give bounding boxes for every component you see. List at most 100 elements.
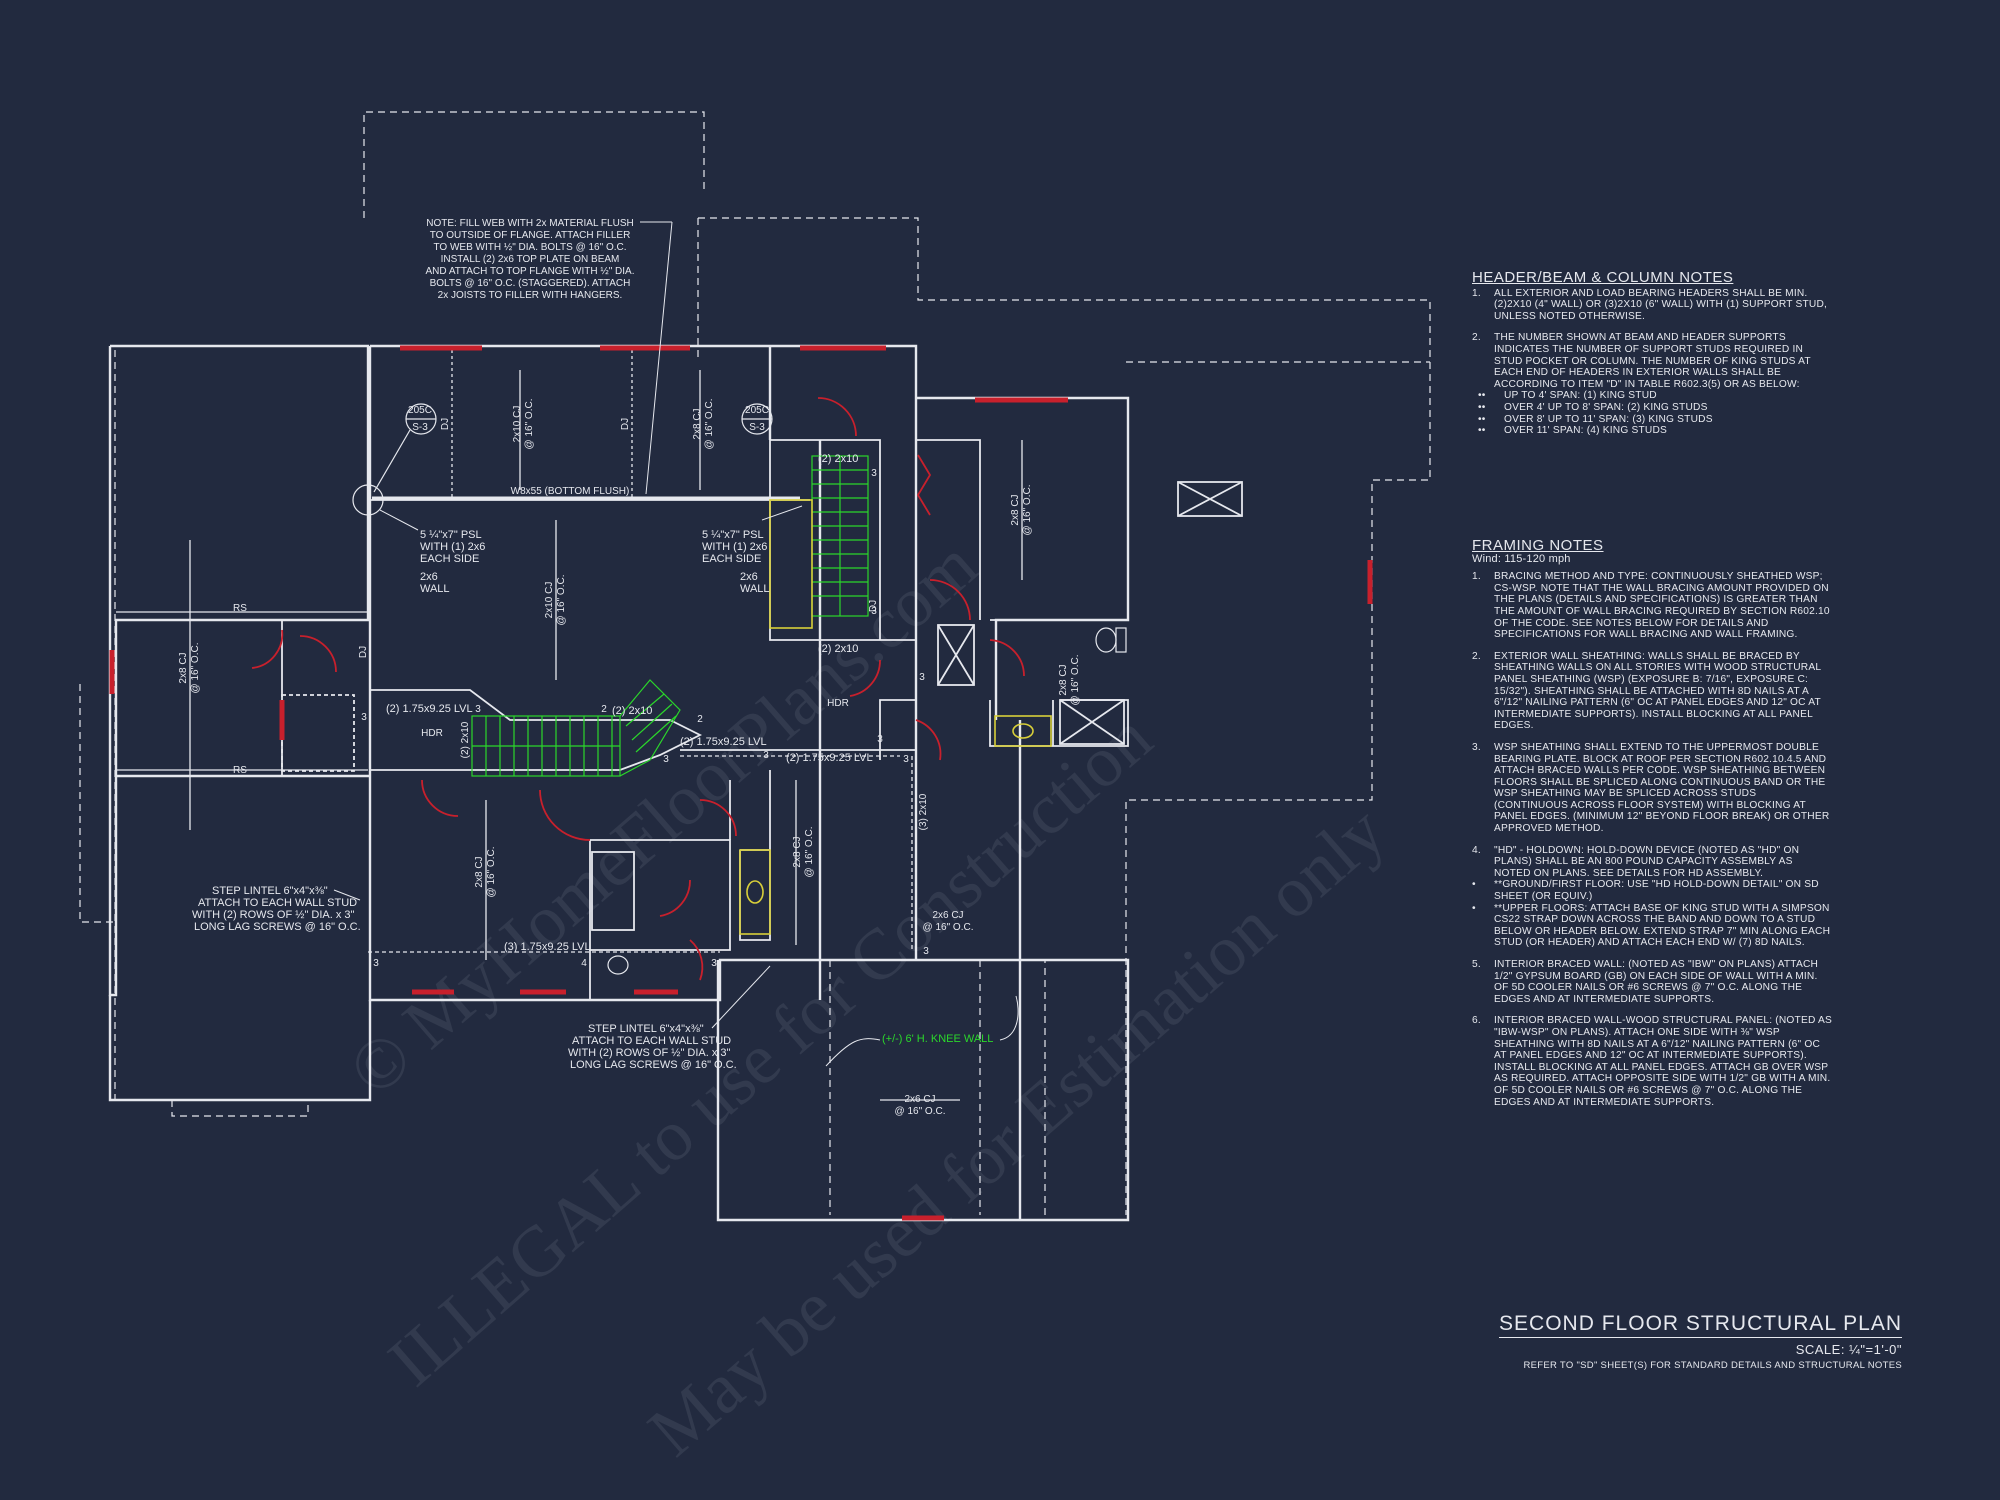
joist-span-arrows	[116, 350, 1023, 1101]
header-beam-column-notes: HEADER/BEAM & COLUMN NOTES 1.ALL EXTERIO…	[1472, 269, 1832, 437]
interior-walls	[281, 439, 1243, 1000]
plan-labels: NOTE: FILL WEB WITH 2x MATERIAL FLUSH TO…	[178, 218, 1081, 1117]
psl-label: WITH (1) 2x6	[702, 541, 767, 553]
framing-notes: FRAMING NOTES Wind: 115-120 mph 1.BRACIN…	[1472, 537, 1832, 1118]
stud-count: 2	[697, 714, 703, 725]
wall-label: WALL	[420, 583, 450, 595]
column-tag: 205C	[745, 405, 769, 416]
note-bullet: ••OVER 8' UP TO 11' SPAN: (3) KING STUDS	[1478, 413, 1713, 425]
joist-label: @ 16" O.C.	[1070, 655, 1081, 706]
stud-count: 3	[877, 734, 883, 745]
column-tag: S-3	[412, 422, 428, 433]
header-label: (3) 2x10	[918, 793, 929, 830]
note-bullet: ••OVER 11' SPAN: (4) KING STUDS	[1478, 425, 1668, 437]
psl-label: WITH (1) 2x6	[420, 541, 485, 553]
plan-title: SECOND FLOOR STRUCTURAL PLAN	[1499, 1312, 1902, 1338]
note-bullet: •**UPPER FLOORS: ATTACH BASE OF KING STU…	[1472, 902, 1831, 949]
joist-label: 2x6 CJ	[932, 910, 963, 921]
stairs	[471, 455, 869, 777]
top-note-line: AND ATTACH TO TOP FLANGE WITH ½" DIA.	[426, 266, 635, 277]
plumbing-fixtures	[739, 499, 1052, 935]
joist-label: 2x8 CJ	[1058, 664, 1069, 695]
note-bullet: ••OVER 4' UP TO 8' SPAN: (2) KING STUDS	[1478, 401, 1708, 413]
dj-label: DJ	[868, 600, 879, 612]
plan-scale: SCALE: ¼"=1'-0"	[1795, 1342, 1902, 1357]
top-note-line: NOTE: FILL WEB WITH 2x MATERIAL FLUSH	[426, 218, 633, 229]
step-lintel-line: WITH (2) ROWS OF ½" DIA. x 3"	[568, 1047, 731, 1059]
psl-label: EACH SIDE	[420, 553, 479, 565]
top-note-line: 2x JOISTS TO FILLER WITH HANGERS.	[438, 290, 623, 301]
hdr-label: HDR	[421, 728, 443, 739]
top-note-line: TO OUTSIDE OF FLANGE. ATTACH FILLER	[430, 230, 631, 241]
note-item: 5.INTERIOR BRACED WALL: (NOTED AS "IBW" …	[1472, 959, 1819, 1005]
step-lintel-line: ATTACH TO EACH WALL STUD	[572, 1035, 731, 1047]
windows	[109, 345, 1373, 1221]
top-note-line: INSTALL (2) 2x6 TOP PLATE ON BEAM	[441, 254, 620, 265]
lvl-label: (2) 1.75x9.25 LVL	[386, 703, 473, 715]
lvl-label: (2) 1.75x9.25 LVL	[786, 752, 873, 764]
note-item: 2.EXTERIOR WALL SHEATHING: WALLS SHALL B…	[1472, 650, 1821, 732]
dj-label: DJ	[358, 646, 369, 658]
note-item: 1.ALL EXTERIOR AND LOAD BEARING HEADERS …	[1472, 287, 1828, 322]
note-item: 2.THE NUMBER SHOWN AT BEAM AND HEADER SU…	[1472, 332, 1811, 390]
dj-label: DJ	[440, 418, 451, 430]
header-label: (2) 2x10	[818, 453, 858, 465]
joist-label: 2x8 CJ	[1010, 494, 1021, 525]
joist-label: @ 16" O.C.	[486, 847, 497, 898]
column-tag: S-3	[749, 422, 765, 433]
notes-heading: FRAMING NOTES	[1472, 537, 1604, 554]
rs-label: RS	[233, 603, 247, 614]
joist-label: @ 16" O.C.	[556, 575, 567, 626]
stud-count: 3	[361, 712, 367, 723]
notes-heading: HEADER/BEAM & COLUMN NOTES	[1472, 269, 1734, 286]
stud-count: 3	[923, 946, 929, 957]
joist-label: @ 16" O.C.	[923, 922, 974, 933]
lvl-label: (2) 1.75x9.25 LVL	[680, 736, 767, 748]
stud-count: 3	[871, 468, 877, 479]
step-lintel-line: ATTACH TO EACH WALL STUD	[198, 897, 357, 909]
joist-label: 2x8 CJ	[792, 836, 803, 867]
plan-reference-note: REFER TO "SD" SHEET(S) FOR STANDARD DETA…	[1523, 1360, 1902, 1371]
step-lintel-line: LONG LAG SCREWS @ 16" O.C.	[570, 1059, 737, 1071]
stud-count: 4	[581, 958, 587, 969]
stud-count: 2	[601, 704, 607, 715]
wall-label: 2x6	[740, 571, 758, 583]
header-label: (2) 2x10	[612, 705, 652, 717]
note-item: 6.INTERIOR BRACED WALL-WOOD STRUCTURAL P…	[1472, 1015, 1832, 1108]
knee-wall-label: (+/-) 6' H. KNEE WALL	[882, 1033, 993, 1045]
joist-label: @ 16" O.C.	[704, 399, 715, 450]
step-lintel-line: WITH (2) ROWS OF ½" DIA. x 3"	[192, 909, 355, 921]
stud-count: 3	[871, 606, 877, 617]
joist-label: @ 16" O.C.	[804, 827, 815, 878]
joist-label: 2x8 CJ	[692, 408, 703, 439]
beam-label: W8x55 (BOTTOM FLUSH)	[511, 486, 630, 497]
note-bullet: •**GROUND/FIRST FLOOR: USE "HD HOLD-DOWN…	[1472, 879, 1819, 903]
wind-speed: Wind: 115-120 mph	[1472, 552, 1571, 565]
stud-count: 3	[711, 958, 717, 969]
joist-label: @ 16" O.C.	[190, 643, 201, 694]
note-item: 3.WSP SHEATHING SHALL EXTEND TO THE UPPE…	[1472, 741, 1830, 835]
toilets	[352, 484, 1127, 975]
step-lintel-line: STEP LINTEL 6"x4"x⅜"	[588, 1023, 704, 1035]
title-block: SECOND FLOOR STRUCTURAL PLAN SCALE: ¼"=1…	[1499, 1312, 1902, 1371]
stud-count: 3	[663, 754, 669, 765]
stud-count: 3	[373, 958, 379, 969]
lvl-label: (3) 1.75x9.25 LVL	[504, 941, 591, 953]
hdr-label: HDR	[827, 698, 849, 709]
note-bullet: ••UP TO 4' SPAN: (1) KING STUD	[1478, 390, 1657, 402]
leader-lines	[333, 221, 1019, 1067]
step-lintel-line: LONG LAG SCREWS @ 16" O.C.	[194, 921, 361, 933]
header-label: (2) 2x10	[460, 721, 471, 758]
exterior-walls	[108, 344, 1130, 1222]
joist-label: @ 16" O.C.	[1022, 485, 1033, 536]
note-item: 1.BRACING METHOD AND TYPE: CONTINUOUSLY …	[1472, 571, 1830, 641]
joist-label: @ 16" O.C.	[524, 399, 535, 450]
header-label: (2) 2x10	[818, 643, 858, 655]
joist-label: 2x10 CJ	[544, 582, 555, 619]
psl-label: EACH SIDE	[702, 553, 761, 565]
top-note-line: TO WEB WITH ½" DIA. BOLTS @ 16" O.C.	[433, 242, 626, 253]
stud-count: 3	[475, 704, 481, 715]
wall-label: 2x6	[420, 571, 438, 583]
stud-count: 3	[919, 672, 925, 683]
